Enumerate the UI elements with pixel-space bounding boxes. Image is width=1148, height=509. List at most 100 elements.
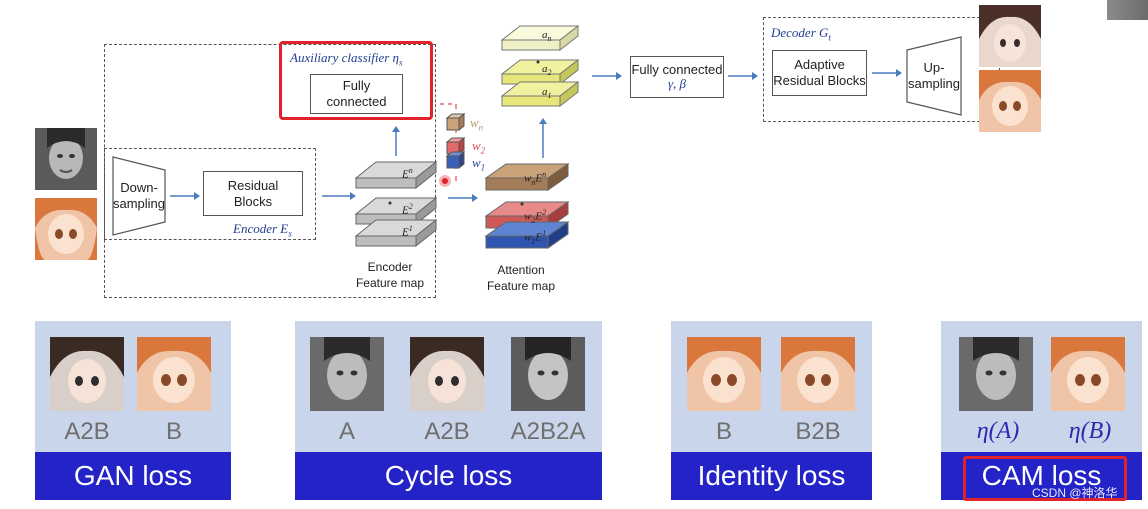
adaptive-blocks-label: Adaptive Residual Blocks	[773, 57, 866, 88]
watermark: CSDN @神洛华	[1032, 486, 1118, 500]
cycle-face-a	[310, 337, 384, 411]
attn-1-esup: 1	[542, 229, 547, 238]
gamma-beta-label: γ, β	[667, 76, 687, 91]
arrow-fc-to-decoder	[728, 72, 758, 80]
weight-n-label: wn	[470, 115, 483, 133]
residual-blocks-label: Residual Blocks	[227, 177, 279, 209]
arrow-to-attention	[448, 194, 478, 202]
cam-label-a: η(A)	[976, 418, 1020, 444]
aux-classifier-title-sub: s	[399, 57, 403, 68]
attention-feature-maps	[484, 163, 570, 249]
a-1-label: a1	[542, 86, 552, 100]
a-feature-maps	[500, 24, 580, 108]
gan-face-b	[137, 337, 211, 411]
weight-1-sub: 1	[480, 162, 486, 173]
main-fully-connected-label: Fully connected	[631, 62, 723, 77]
arrow-a-to-fc	[592, 72, 622, 80]
weight-cube-2	[446, 136, 466, 156]
cycle-label-a: A	[338, 418, 355, 445]
arrow-down-to-res	[170, 192, 200, 200]
weight-2-label: w2	[472, 138, 485, 156]
enc-map-n-label: En	[402, 166, 413, 181]
downsampling-label: Down- sampling	[112, 180, 166, 211]
a-n-text: a	[542, 29, 548, 41]
output-anime-face-1	[979, 5, 1041, 67]
cycle-label-a2b: A2B	[424, 418, 470, 445]
cycle-face-a2b	[410, 337, 484, 411]
weight-cube-n	[446, 113, 466, 132]
output-anime-face-2	[979, 70, 1041, 132]
a-n-sub: n	[547, 34, 552, 44]
upsampling-shape	[906, 36, 962, 116]
adaptive-blocks-box: Adaptive Residual Blocks	[772, 50, 867, 96]
attn-2-wsub: 2	[531, 215, 536, 225]
enc-map-n-sup: n	[408, 166, 413, 175]
residual-blocks-box: Residual Blocks	[203, 171, 303, 216]
aux-classifier-title-text: Auxiliary classifier η	[290, 50, 399, 65]
gan-face-a2b	[50, 337, 124, 411]
input-photo-face	[35, 128, 97, 190]
encoder-outline	[104, 148, 316, 240]
weight-1-label: w1	[472, 155, 485, 173]
attn-1-wsub: 1	[531, 236, 536, 246]
cam-label-b: η(B)	[1068, 418, 1112, 444]
enc-map-1-text: E	[402, 226, 409, 239]
cam-loss-title: CAM loss	[941, 452, 1142, 500]
weight-n-text: w	[470, 115, 479, 130]
aux-fully-connected-label: Fully connected	[326, 78, 387, 109]
arrow-res-to-maps	[322, 192, 356, 200]
a-n-label: an	[542, 29, 552, 43]
weight-cube-1	[446, 150, 466, 170]
encoder-feature-map-label: Encoder Feature map	[355, 260, 425, 290]
decoder-title-text: Decoder G	[771, 25, 829, 40]
main-fully-connected-box: Fully connected γ, β	[630, 56, 724, 98]
aux-fully-connected-box: Fully connected	[310, 74, 403, 114]
identity-label-b: B	[715, 418, 732, 445]
arrow-attn-to-a	[539, 118, 547, 158]
input-anime-face	[35, 198, 97, 260]
enc-map-2-label: E2	[402, 202, 413, 217]
cam-face-b	[1051, 337, 1125, 411]
enc-map-1	[354, 218, 438, 248]
attn-n-label: wnEn	[524, 170, 546, 187]
attention-feature-map-label: Attention Feature map	[486, 263, 556, 293]
decoder-outline	[763, 17, 1000, 122]
attn-1-w: w	[524, 231, 532, 244]
decoder-title: Decoder Gt	[771, 25, 831, 43]
attn-n-w: w	[524, 172, 532, 185]
aux-classifier-highlight	[279, 41, 433, 120]
encoder-title-sub: s	[288, 228, 292, 239]
a-map-1	[500, 80, 580, 108]
gan-label-b: B	[165, 418, 182, 445]
identity-label-b2b: B2B	[795, 418, 841, 445]
decoder-title-sub: t	[828, 32, 831, 43]
a-map-n	[500, 24, 580, 52]
corner-photo-fragment	[1107, 0, 1148, 20]
attn-2-e: E	[535, 210, 543, 223]
enc-map-n-text: E	[402, 168, 409, 181]
upsampling-label: Up- sampling	[907, 60, 961, 91]
cursor-dot	[439, 175, 451, 187]
gan-label-a2b: A2B	[64, 418, 110, 445]
encoder-feature-maps	[354, 160, 438, 248]
identity-face-b2b	[781, 337, 855, 411]
weight-n-sub: n	[478, 122, 484, 133]
attn-map-1	[484, 221, 570, 249]
cam-face-a	[959, 337, 1033, 411]
attn-2-w: w	[524, 210, 532, 223]
a-1-text: a	[542, 86, 548, 98]
enc-map-1-label: E1	[402, 224, 413, 239]
a-2-sub: 2	[547, 68, 552, 78]
a-2-text: a	[542, 63, 548, 75]
cycle-face-a2b2a	[511, 337, 585, 411]
attn-n-e: E	[535, 172, 543, 185]
attn-2-label: w2E2	[524, 208, 546, 225]
aux-classifier-title: Auxiliary classifier ηs	[290, 50, 403, 68]
encoder-title-text: Encoder E	[233, 221, 289, 236]
weight-2-sub: 2	[480, 145, 486, 156]
enc-map-n	[354, 160, 438, 190]
attn-n-wsub: n	[531, 177, 536, 187]
identity-loss-title: Identity loss	[671, 452, 872, 500]
a-2-label: a2	[542, 63, 552, 77]
attn-n-esup: n	[542, 170, 547, 179]
